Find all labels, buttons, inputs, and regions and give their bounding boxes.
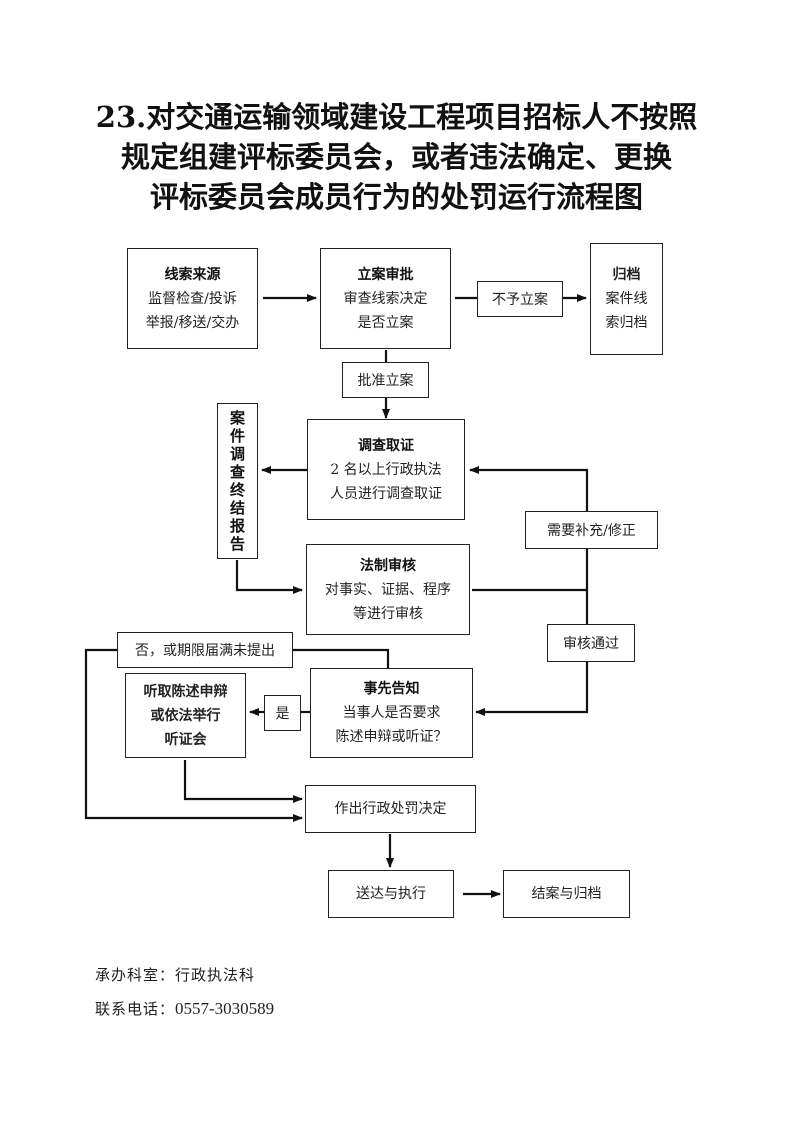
node-legal-review: 法制审核 对事实、证据、程序 等进行审核	[306, 544, 470, 635]
node-filing-approval-line1: 审查线索决定	[343, 290, 428, 307]
footer-phone: 联系电话：0557-3030589	[95, 998, 274, 1019]
node-archive-heading: 归档	[612, 267, 641, 283]
node-prior-notice: 事先告知 当事人是否要求 陈述申辩或听证？	[310, 668, 473, 758]
node-hearing: 听取陈述申辩 或依法举行 听证会	[125, 673, 246, 758]
node-filing-approval: 立案审批 审查线索决定 是否立案	[320, 248, 451, 349]
node-filing-approval-line2: 是否立案	[357, 314, 414, 331]
node-archive: 归档 案件线 索归档	[590, 243, 663, 355]
label-needs-supplement: 需要补充/修正	[525, 511, 658, 549]
label-yes: 是	[264, 695, 301, 731]
title-line-3: 评标委员会成员行为的处罚运行流程图	[149, 180, 643, 214]
node-investigation-line1: 2 名以上行政执法	[330, 461, 442, 478]
node-archive-line2: 索归档	[605, 315, 648, 331]
node-legal-review-line2: 等进行审核	[353, 605, 423, 622]
node-clue-source-line2: 举报/移送/交办	[145, 314, 240, 331]
report-char: 告	[229, 535, 245, 553]
title-line-1: 23.对交通运输领域建设工程项目招标人不按照	[95, 100, 698, 134]
node-prior-notice-heading: 事先告知	[363, 681, 420, 697]
node-legal-review-line1: 对事实、证据、程序	[325, 581, 451, 598]
node-archive-line1: 案件线	[605, 291, 648, 307]
title-line-2: 规定组建评标委员会，或者违法确定、更换	[120, 140, 672, 174]
footer-phone-label: 联系电话：	[95, 1000, 176, 1018]
node-case-closure: 结案与归档	[503, 870, 630, 918]
node-hearing-line3: 听证会	[164, 731, 207, 748]
label-not-filed: 不予立案	[477, 281, 563, 317]
node-hearing-line1: 听取陈述申辩	[143, 683, 228, 700]
node-filing-approval-heading: 立案审批	[357, 266, 414, 283]
report-char: 件	[229, 427, 245, 445]
report-char: 查	[229, 463, 245, 481]
node-investigation-line2: 人员进行调查取证	[330, 485, 442, 502]
label-filed: 批准立案	[342, 362, 429, 398]
arrow-no-to-decision	[84, 648, 303, 822]
node-hearing-line2: 或依法举行	[150, 707, 221, 724]
label-no-or-expired: 否，或期限届满未提出	[117, 632, 293, 668]
node-prior-notice-line2: 陈述申辩或听证？	[335, 729, 448, 745]
node-delivery-execution-text: 送达与执行	[356, 886, 426, 902]
footer-department: 承办科室：行政执法科	[95, 964, 255, 985]
label-review-passed: 审核通过	[547, 624, 635, 662]
report-char: 结	[229, 499, 245, 517]
footer-department-value: 行政执法科	[175, 966, 256, 984]
node-clue-source-heading: 线索来源	[164, 266, 221, 283]
node-penalty-decision: 作出行政处罚决定	[305, 785, 476, 833]
node-clue-source: 线索来源 监督检查/投诉 举报/移送/交办	[127, 248, 258, 349]
arrow-report-to-review	[235, 560, 303, 594]
node-delivery-execution: 送达与执行	[328, 870, 454, 918]
node-clue-source-line1: 监督检查/投诉	[148, 290, 237, 307]
report-char: 报	[229, 517, 245, 535]
report-char: 调	[229, 445, 245, 463]
footer-phone-value: 0557-3030589	[175, 999, 275, 1018]
arrow-hearing-to-decision	[183, 760, 303, 803]
node-investigation: 调查取证 2 名以上行政执法 人员进行调查取证	[307, 419, 465, 520]
line-notice-to-no	[293, 648, 390, 668]
node-investigation-heading: 调查取证	[358, 437, 414, 454]
node-penalty-decision-text: 作出行政处罚决定	[334, 801, 447, 817]
footer-department-label: 承办科室：	[95, 966, 176, 984]
node-legal-review-heading: 法制审核	[360, 557, 416, 574]
arrow-needsfix-to-investigation	[469, 466, 589, 590]
report-char: 案	[229, 409, 245, 427]
node-case-closure-text: 结案与归档	[531, 886, 602, 902]
node-investigation-report: 案 件 调 查 终 结 报 告	[217, 403, 258, 559]
node-prior-notice-line1: 当事人是否要求	[342, 705, 441, 721]
report-char: 终	[229, 481, 245, 499]
